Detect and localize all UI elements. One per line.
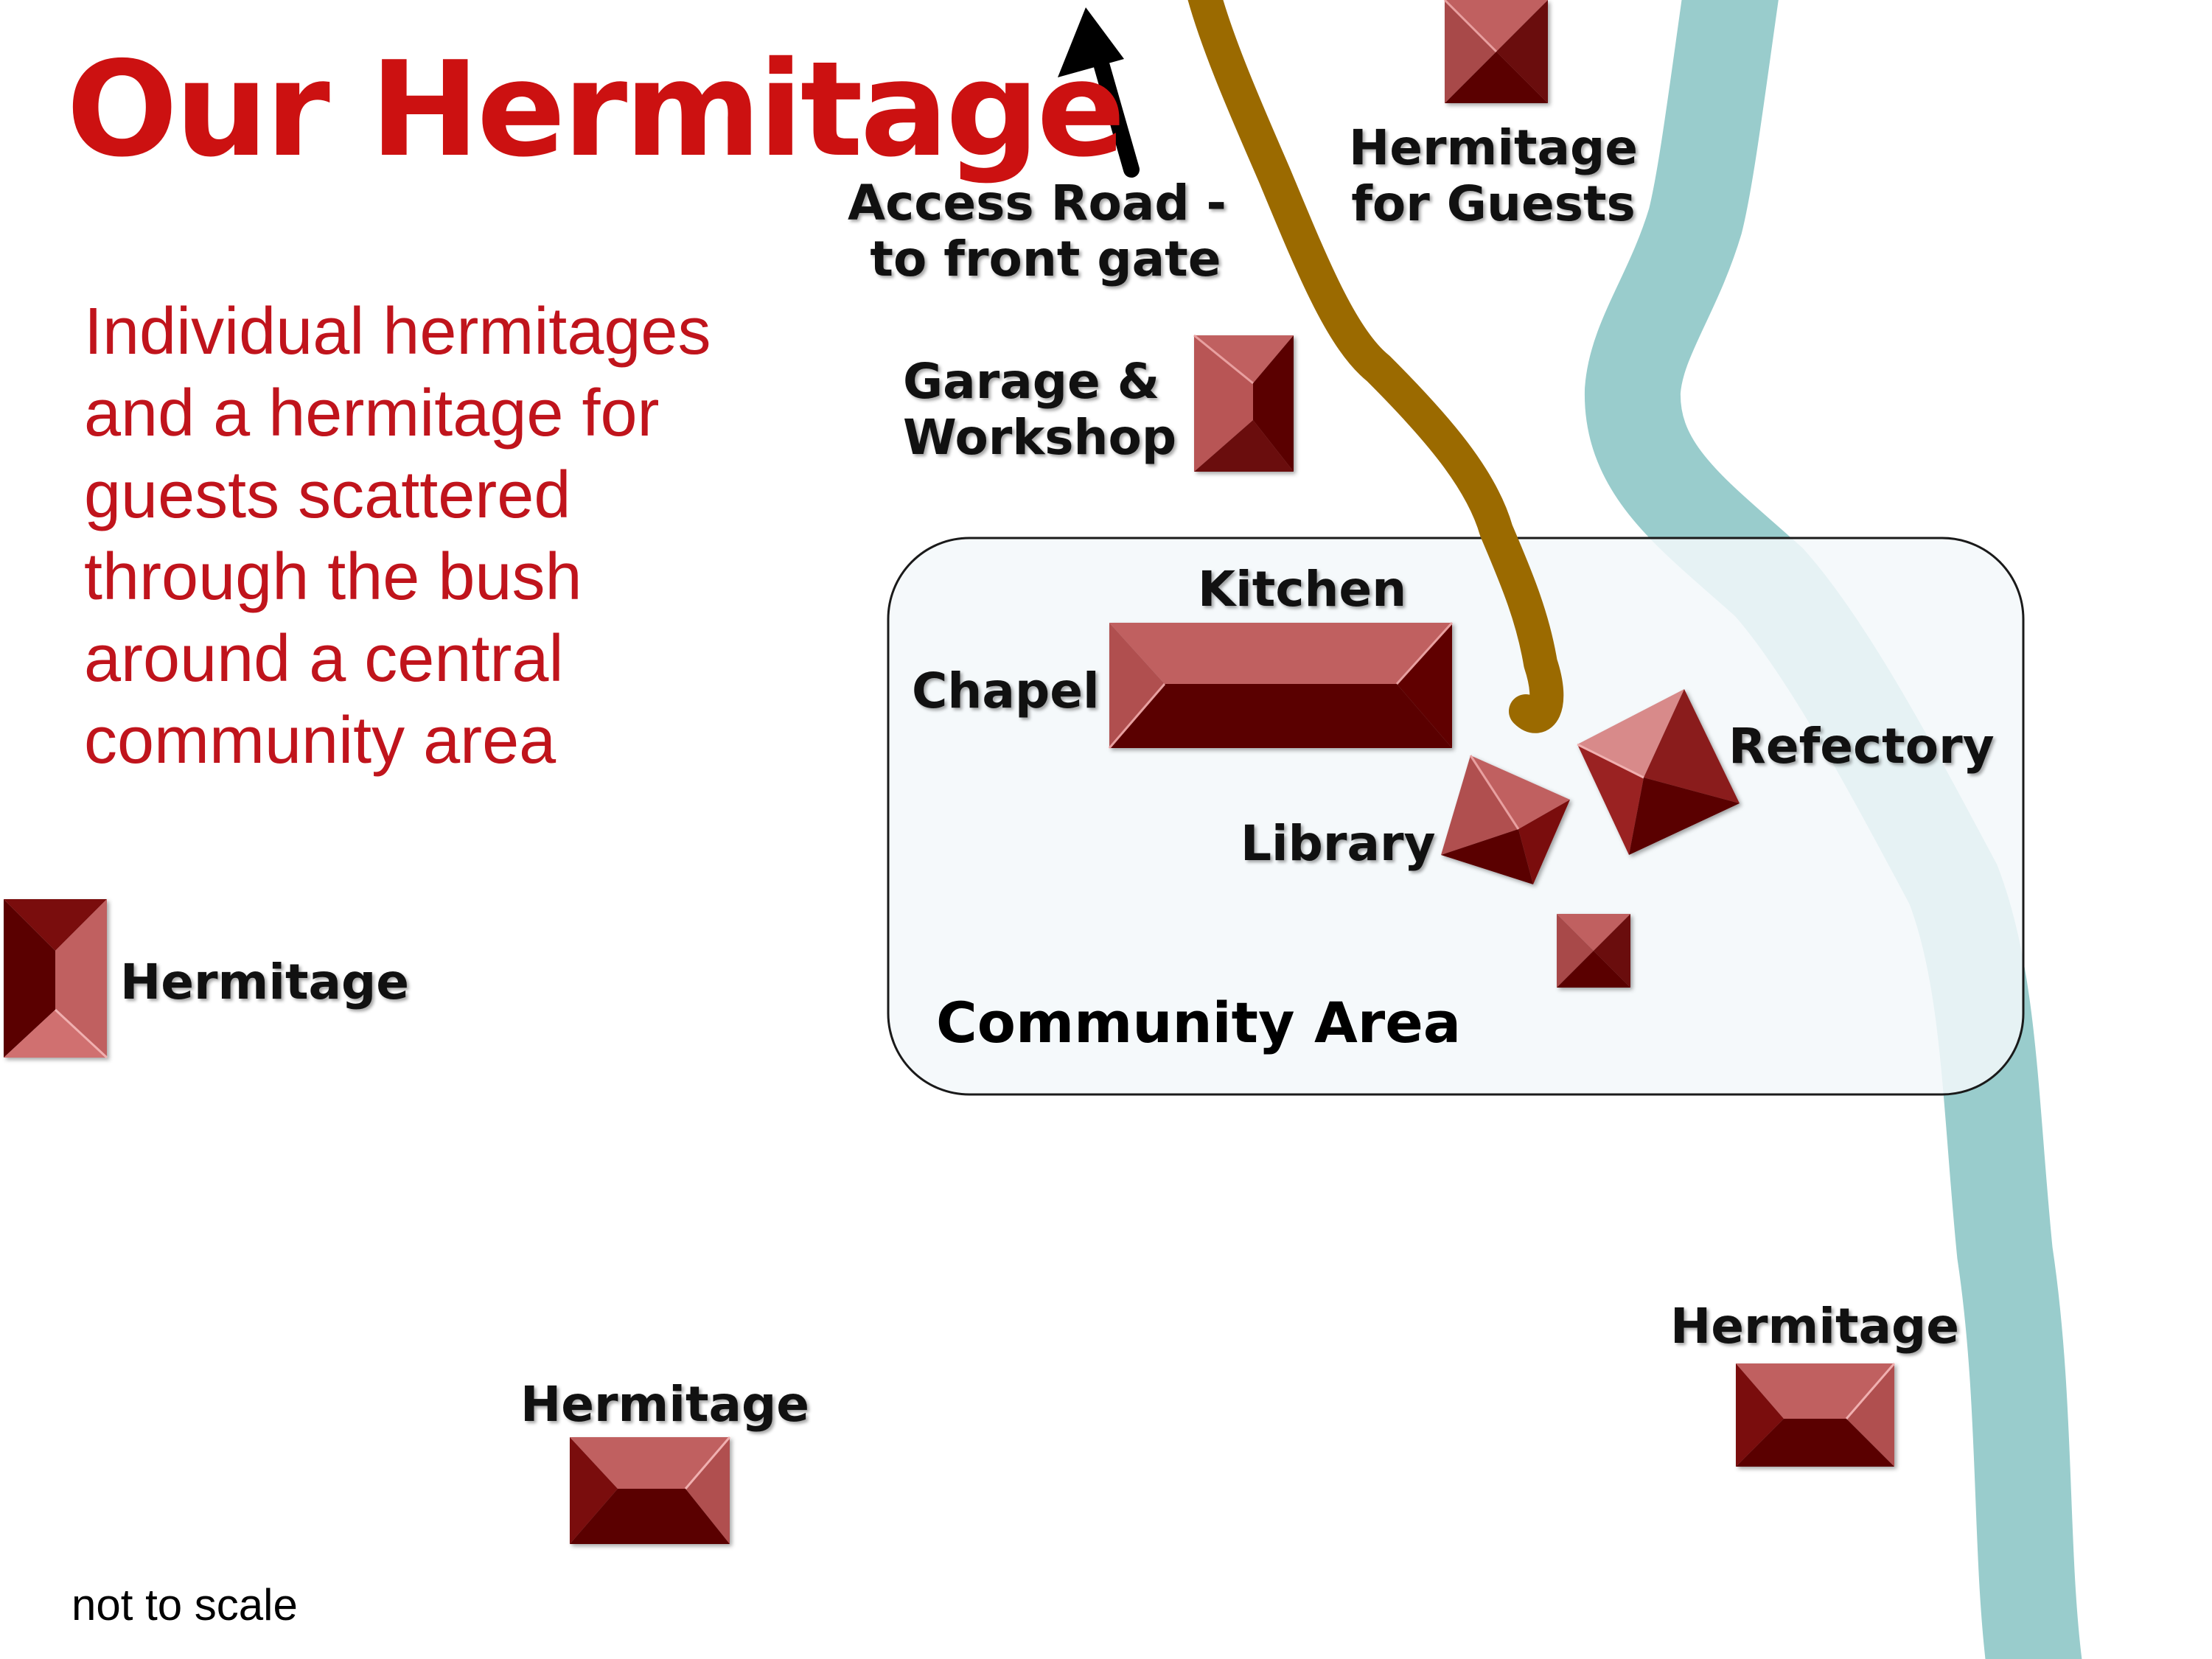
chapel-kitchen-building[interactable] <box>1108 621 1454 749</box>
label-community-area: Community Area <box>936 990 1462 1055</box>
label-kitchen: Kitchen <box>1198 561 1407 618</box>
label-hermitage-southeast: Hermitage <box>1670 1298 1960 1355</box>
page-title: Our Hermitage <box>66 33 1126 186</box>
label-chapel: Chapel <box>912 663 1100 719</box>
label-garage-workshop: Garage & Workshop <box>903 353 1177 466</box>
hermitage-west-building[interactable] <box>4 899 108 1059</box>
scale-note: not to scale <box>71 1580 298 1630</box>
refectory-building[interactable] <box>1577 689 1740 855</box>
arrow-up-icon <box>1058 7 1140 178</box>
hermitage-south-building[interactable] <box>570 1436 731 1544</box>
label-hermitage-south: Hermitage <box>520 1376 810 1433</box>
hermitage-southeast-building[interactable] <box>1736 1363 1896 1467</box>
small-community-building[interactable] <box>1557 914 1630 988</box>
label-refectory: Refectory <box>1728 718 1995 775</box>
label-access-road: Access Road - to front gate <box>848 175 1227 287</box>
access-road <box>1187 0 1564 733</box>
map-description: Individual hermitages and a hermitage fo… <box>84 295 711 778</box>
garage-workshop-building[interactable] <box>1193 334 1294 472</box>
label-hermitage-for-guests: Hermitage for Guests <box>1349 119 1639 232</box>
library-building[interactable] <box>1441 755 1570 884</box>
label-library: Library <box>1241 815 1436 872</box>
label-hermitage-west: Hermitage <box>120 954 410 1010</box>
hermitage-for-guests-building[interactable] <box>1443 0 1548 103</box>
